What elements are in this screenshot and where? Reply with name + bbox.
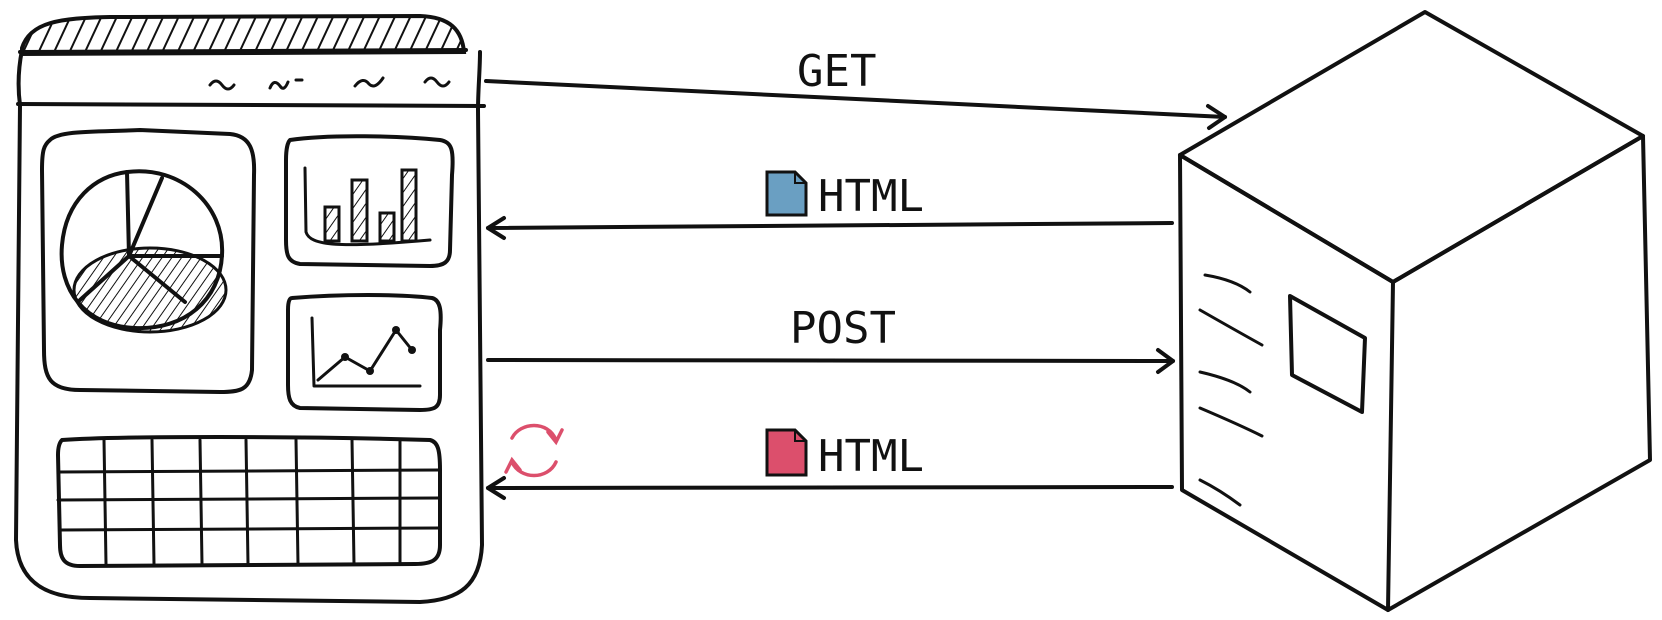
html-response-arrow-2 bbox=[486, 476, 1174, 500]
server-vents bbox=[1198, 273, 1264, 507]
server-drive-slot bbox=[1288, 294, 1367, 414]
pie-chart-widget bbox=[40, 128, 257, 394]
get-request-arrow bbox=[484, 79, 1227, 130]
html-response-arrow-1 bbox=[486, 216, 1174, 240]
post-label: POST bbox=[790, 303, 896, 354]
server-top-face bbox=[1178, 10, 1645, 284]
html-document-icon-2 bbox=[765, 428, 808, 477]
line-chart-widget bbox=[286, 293, 443, 412]
server bbox=[1178, 10, 1652, 612]
get-label: GET bbox=[797, 46, 876, 97]
server-side-face bbox=[1386, 134, 1652, 612]
server-front-face bbox=[1178, 153, 1395, 612]
html-label-1: HTML bbox=[818, 171, 924, 222]
browser-frame bbox=[14, 48, 484, 604]
post-request-arrow bbox=[486, 348, 1175, 374]
browser-title-bar bbox=[20, 13, 467, 57]
refresh-icon bbox=[504, 423, 564, 478]
html-document-icon-1 bbox=[765, 170, 808, 217]
table-widget bbox=[56, 435, 442, 568]
toolbar-squiggles bbox=[208, 76, 451, 91]
bar-chart-widget bbox=[284, 134, 455, 268]
html-label-2: HTML bbox=[818, 431, 924, 482]
browser-window bbox=[14, 13, 486, 604]
